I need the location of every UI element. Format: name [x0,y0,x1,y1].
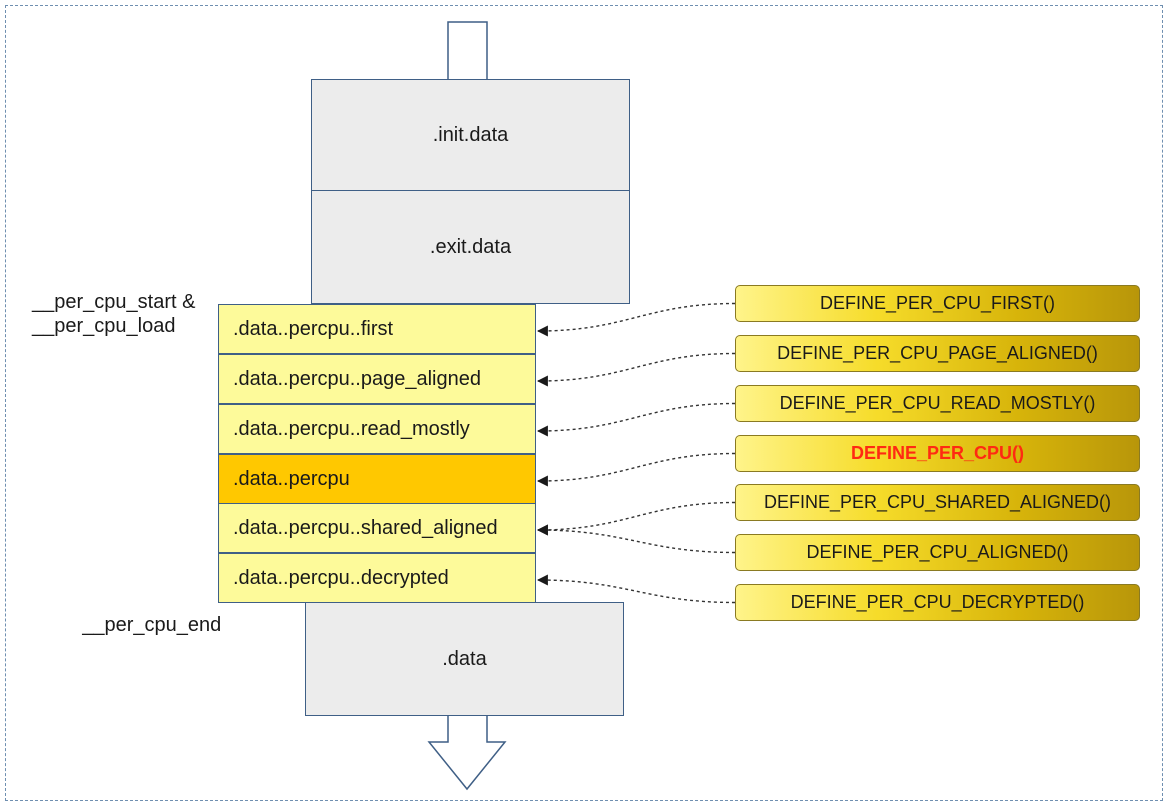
top-arrow-shape [447,21,488,81]
macro-define-per-cpu-shared-aligned: DEFINE_PER_CPU_SHARED_ALIGNED() [735,484,1140,521]
diagram-frame [5,5,1163,801]
macro-connectors [536,302,736,604]
section-label: .data..percpu..first [233,317,394,340]
section-page-aligned: .data..percpu..page_aligned [218,354,536,404]
macro-label: DEFINE_PER_CPU_FIRST() [819,293,1056,313]
section-label: .data..percpu..decrypted [233,566,449,589]
per-cpu-end-label: __per_cpu_end [60,589,221,661]
macro-define-per-cpu-page-aligned: DEFINE_PER_CPU_PAGE_ALIGNED() [735,335,1140,372]
connector-arrow [536,501,736,536]
per-cpu-start-line: __per_cpu_start & [32,291,196,313]
section-decrypted: .data..percpu..decrypted [218,553,536,603]
init-data-label: .init.data [432,124,509,146]
macro-label: DEFINE_PER_CPU_PAGE_ALIGNED() [777,343,1098,363]
connector-arrow [536,402,736,437]
section-percpu: .data..percpu [218,454,536,504]
exit-data-label: .exit.data [429,235,512,258]
connector-arrow [536,452,736,487]
section-first: .data..percpu..first [218,304,536,354]
macro-label: DEFINE_PER_CPU_DECRYPTED() [790,592,1085,612]
section-label: .data..percpu [233,467,350,490]
per-cpu-start-label: __per_cpu_start & __per_cpu_load [32,290,195,338]
bottom-arrow-shape [427,714,507,791]
exit-data-block: .exit.data [311,190,630,304]
connector-arrow [536,524,736,554]
section-shared-aligned: .data..percpu..shared_aligned [218,503,536,553]
section-label: .data..percpu..shared_aligned [233,516,498,539]
data-label: .data [442,647,487,670]
macro-define-per-cpu-aligned: DEFINE_PER_CPU_ALIGNED() [735,534,1140,571]
macro-label: DEFINE_PER_CPU_READ_MOSTLY() [779,393,1096,413]
macro-label: DEFINE_PER_CPU() [850,443,1025,463]
macro-define-per-cpu-decrypted: DEFINE_PER_CPU_DECRYPTED() [735,584,1140,621]
section-read-mostly: .data..percpu..read_mostly [218,404,536,454]
init-data-block: .init.data [311,79,630,192]
section-label: .data..percpu..page_aligned [233,367,481,390]
macro-label: DEFINE_PER_CPU_ALIGNED() [806,542,1069,562]
per-cpu-load-line: __per_cpu_load [32,315,176,337]
data-block: .data [305,602,624,716]
macro-define-per-cpu-first: DEFINE_PER_CPU_FIRST() [735,285,1140,322]
section-label: .data..percpu..read_mostly [233,417,470,440]
per-cpu-end-text: __per_cpu_end [82,614,222,636]
macro-define-per-cpu-read-mostly: DEFINE_PER_CPU_READ_MOSTLY() [735,385,1140,422]
connector-arrow [536,302,736,337]
connector-arrow [536,574,736,604]
connector-arrow [536,352,736,387]
macro-label: DEFINE_PER_CPU_SHARED_ALIGNED() [763,492,1112,512]
macro-define-per-cpu: DEFINE_PER_CPU() [735,435,1140,472]
